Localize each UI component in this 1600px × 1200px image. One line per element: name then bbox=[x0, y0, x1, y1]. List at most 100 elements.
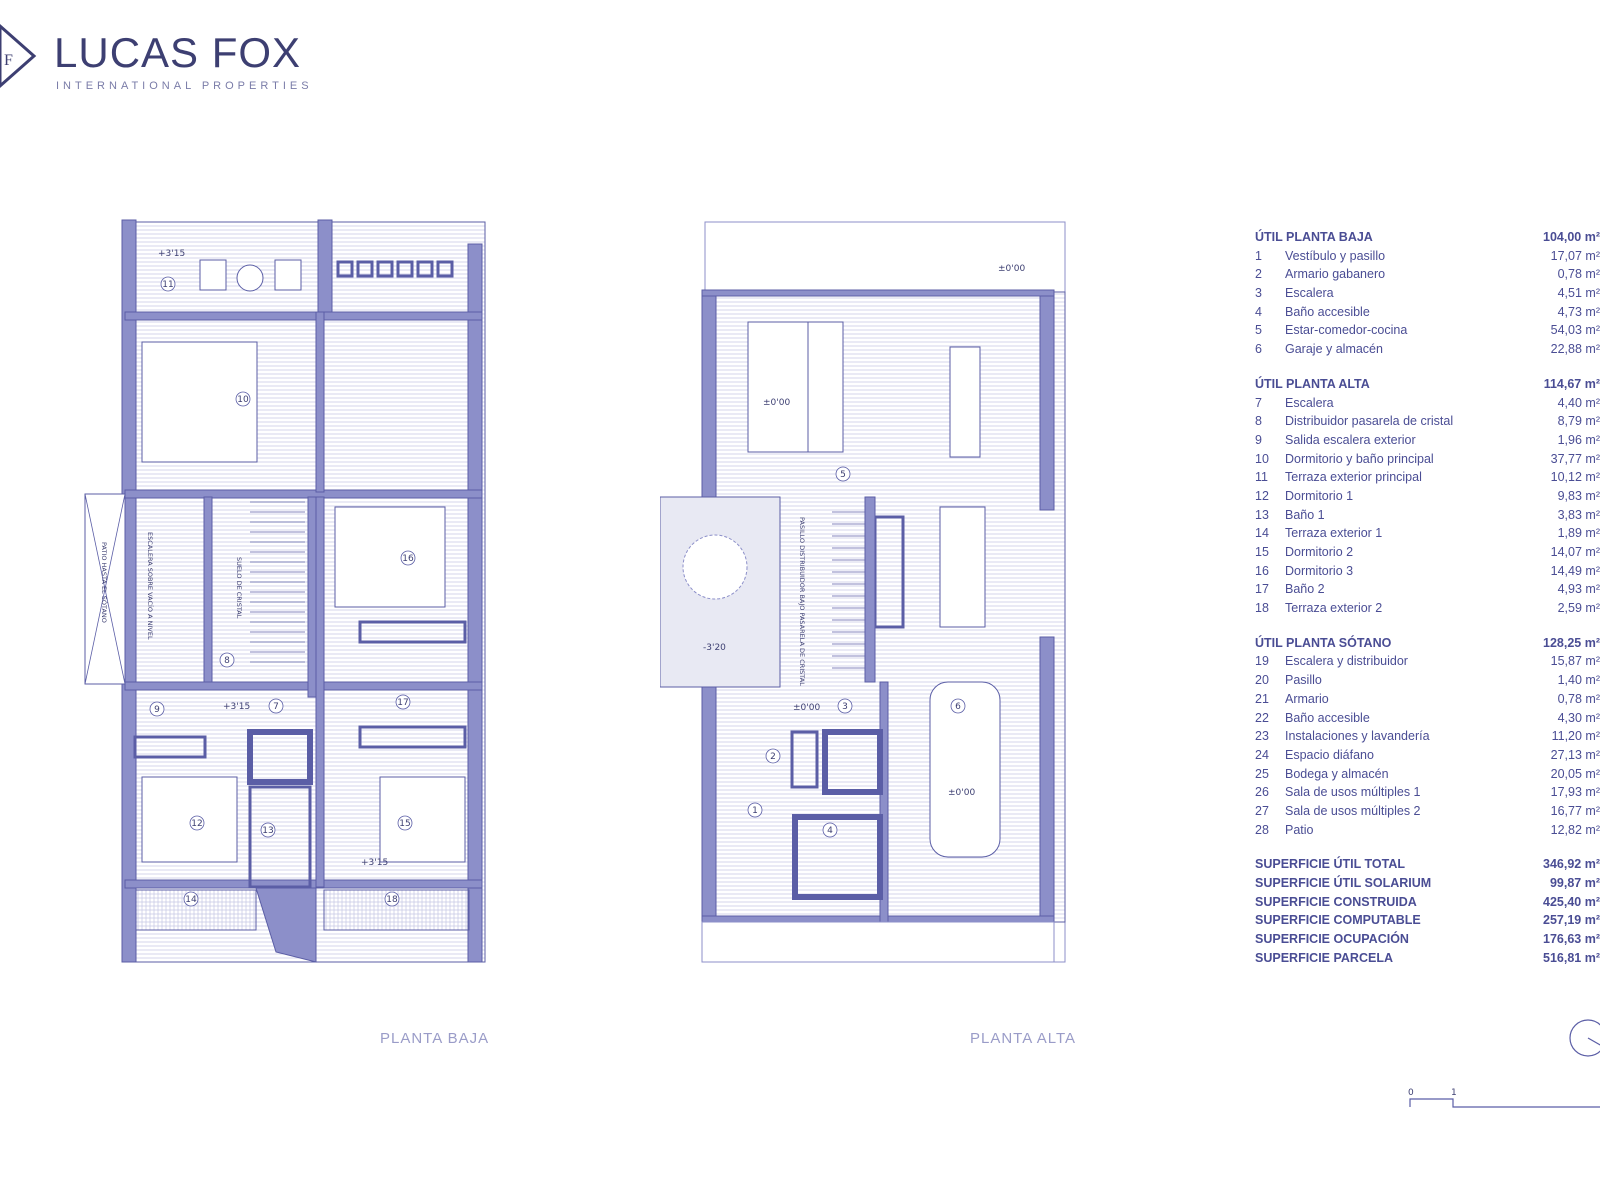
level-label: ±0'00 bbox=[948, 788, 975, 798]
legend-label: Bodega y almacén bbox=[1285, 766, 1389, 781]
legend-num: 28 bbox=[1255, 822, 1269, 837]
legend-value: 10,12 m² bbox=[1550, 470, 1600, 485]
legend-header: ÚTIL PLANTA BAJA 104,00 m² bbox=[1255, 228, 1600, 247]
legend-value: 16,77 m² bbox=[1550, 803, 1600, 818]
legend-label: Patio bbox=[1285, 822, 1314, 837]
legend-label: Espacio diáfano bbox=[1285, 747, 1374, 762]
legend-num: 19 bbox=[1255, 654, 1269, 669]
legend-value: 22,88 m² bbox=[1550, 342, 1600, 357]
legend-section-title: ÚTIL PLANTA BAJA bbox=[1255, 230, 1373, 244]
legend-num: 16 bbox=[1255, 563, 1269, 578]
legend-num: 15 bbox=[1255, 545, 1269, 559]
legend-label: Escalera y distribuidor bbox=[1285, 654, 1408, 669]
room-label: 7 bbox=[273, 702, 279, 712]
total-value: 516,81 m² bbox=[1543, 950, 1600, 965]
legend-num: 8 bbox=[1255, 414, 1262, 429]
legend-value: 8,79 m² bbox=[1557, 414, 1600, 429]
legend-value: 4,51 m² bbox=[1557, 286, 1600, 301]
legend-num: 20 bbox=[1255, 673, 1269, 688]
legend-label: Baño accesible bbox=[1285, 304, 1370, 319]
scale-label: 1 bbox=[1451, 1088, 1457, 1098]
total-label: SUPERFICIE OCUPACIÓN bbox=[1255, 932, 1409, 947]
legend-label: Dormitorio 2 bbox=[1285, 545, 1354, 559]
plan-caption-ground: PLANTA BAJA bbox=[380, 1030, 490, 1047]
level-label: ±0'00 bbox=[793, 703, 820, 713]
total-value: 346,92 m² bbox=[1543, 857, 1600, 872]
legend-value: 2,59 m² bbox=[1557, 601, 1600, 616]
legend-value: 1,96 m² bbox=[1557, 432, 1600, 447]
legend-num: 12 bbox=[1255, 488, 1269, 503]
legend-value: 3,83 m² bbox=[1557, 507, 1600, 522]
plan-caption-upper: PLANTA ALTA bbox=[970, 1030, 1077, 1047]
legend-value: 4,40 m² bbox=[1557, 395, 1600, 410]
room-label: 13 bbox=[262, 826, 273, 836]
legend-value: 27,13 m² bbox=[1550, 747, 1600, 762]
legend-label: Escalera bbox=[1285, 286, 1334, 301]
level-label: ±0'00 bbox=[763, 398, 790, 408]
legend-num: 5 bbox=[1255, 323, 1262, 338]
legend-row: 28 Patio 12,82 m² bbox=[1255, 821, 1600, 840]
legend-row: 3 Escalera 4,51 m² bbox=[1255, 284, 1600, 303]
legend-label: Sala de usos múltiples 1 bbox=[1285, 785, 1421, 800]
legend-label: Dormitorio 3 bbox=[1285, 563, 1354, 578]
legend-num: 21 bbox=[1255, 691, 1269, 706]
legend-value: 17,93 m² bbox=[1550, 785, 1600, 800]
legend-value: 1,40 m² bbox=[1557, 673, 1600, 688]
legend-num: 13 bbox=[1255, 507, 1269, 522]
plan-note: SUELO DE CRISTAL bbox=[235, 557, 243, 619]
room-label: 17 bbox=[397, 698, 408, 708]
level-label: +3'15 bbox=[158, 249, 185, 259]
legend-value: 12,82 m² bbox=[1550, 822, 1600, 837]
legend-label: Dormitorio y baño principal bbox=[1285, 451, 1434, 466]
legend-label: Baño accesible bbox=[1285, 710, 1370, 725]
legend-value: 9,83 m² bbox=[1557, 488, 1600, 503]
legend-value: 20,05 m² bbox=[1550, 766, 1600, 781]
scale-label: 0 bbox=[1408, 1088, 1414, 1098]
legend-row: 16 Dormitorio 3 14,49 m² bbox=[1255, 562, 1600, 581]
north-arrow-icon bbox=[1569, 1019, 1600, 1057]
legend-label: Garaje y almacén bbox=[1285, 342, 1383, 357]
logo-mark-icon: F bbox=[0, 23, 37, 89]
legend-section-total: 114,67 m² bbox=[1543, 376, 1600, 391]
legend-row: 25 Bodega y almacén 20,05 m² bbox=[1255, 765, 1600, 784]
room-label: 6 bbox=[955, 702, 961, 712]
brand-name: LUCAS FOX bbox=[54, 29, 302, 76]
legend-value: 14,49 m² bbox=[1550, 563, 1600, 578]
total-label: SUPERFICIE PARCELA bbox=[1255, 950, 1393, 965]
legend-num: 6 bbox=[1255, 342, 1262, 357]
plan-note: PATIO HASTA EL SÓTANO bbox=[100, 542, 109, 623]
legend-num: 17 bbox=[1255, 582, 1269, 597]
legend-value: 4,30 m² bbox=[1557, 710, 1600, 725]
legend-num: 27 bbox=[1255, 803, 1269, 818]
legend-num: 25 bbox=[1255, 766, 1269, 781]
level-label: ±0'00 bbox=[998, 264, 1025, 274]
legend-value: 0,78 m² bbox=[1557, 267, 1600, 282]
total-value: 257,19 m² bbox=[1543, 913, 1600, 928]
legend-section-title: ÚTIL PLANTA SÓTANO bbox=[1255, 635, 1392, 650]
legend-num: 3 bbox=[1255, 286, 1262, 301]
room-label: 4 bbox=[827, 826, 833, 836]
brand-tagline: INTERNATIONAL PROPERTIES bbox=[56, 80, 313, 92]
legend-label: Terraza exterior 2 bbox=[1285, 601, 1383, 616]
legend-header: ÚTIL PLANTA ALTA 114,67 m² bbox=[1255, 375, 1600, 394]
